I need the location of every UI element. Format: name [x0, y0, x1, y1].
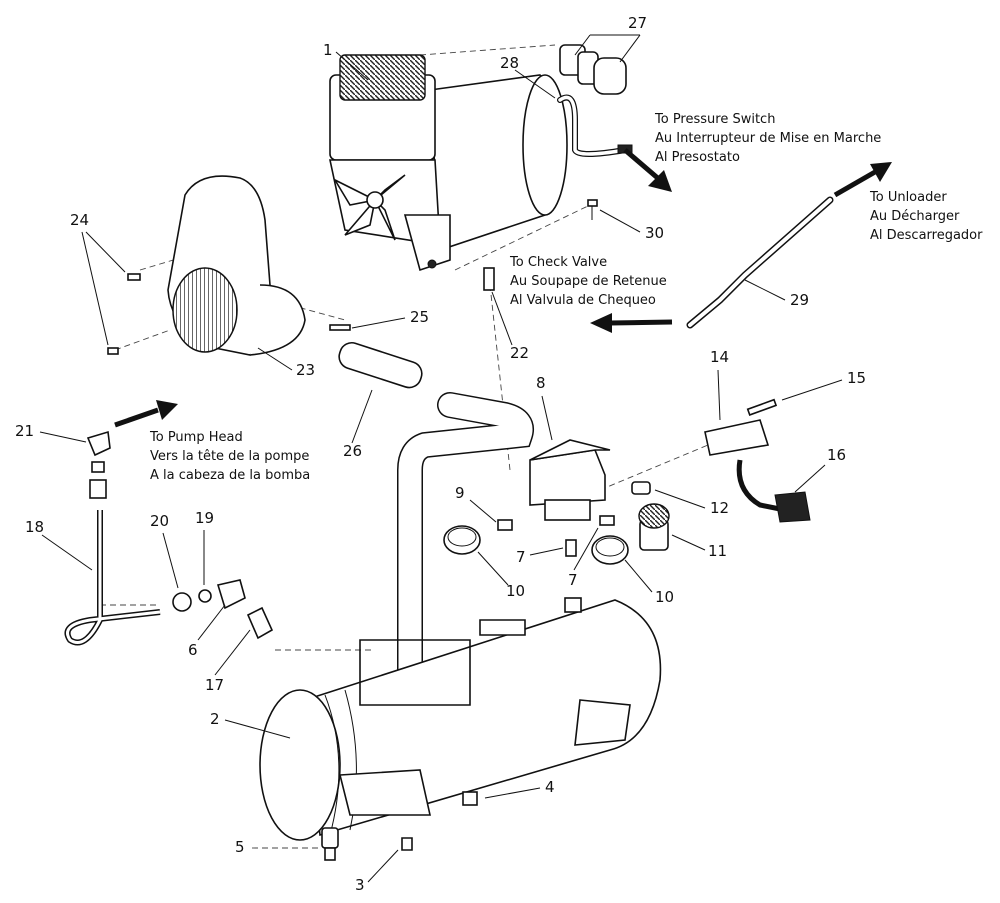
fitting [462, 791, 478, 806]
callout-27: 27 [628, 14, 647, 32]
fitting [497, 519, 513, 531]
callout-7: 7 [516, 548, 526, 566]
tank [259, 597, 662, 841]
fitting [599, 515, 615, 526]
callout-25: 25 [410, 308, 429, 326]
callout-28: 28 [500, 54, 519, 72]
callout-12: 12 [710, 499, 729, 517]
arrow-right-icon [833, 162, 892, 198]
callout-20: 20 [150, 512, 169, 530]
arrow-left-icon [590, 313, 673, 333]
screw [329, 324, 351, 331]
drain-valve [321, 827, 339, 861]
callout-23: 23 [296, 361, 315, 379]
callout-22: 22 [510, 344, 529, 362]
note-line: To Check Valve [510, 255, 608, 270]
screw [587, 199, 598, 220]
callout-10: 10 [655, 588, 674, 606]
callout-24: 24 [70, 211, 89, 229]
callout-29: 29 [790, 291, 809, 309]
motor-pump-assembly [329, 54, 568, 272]
callout-8: 8 [536, 374, 546, 392]
screw [127, 273, 141, 281]
strain-relief [704, 419, 770, 456]
regulator [638, 503, 670, 551]
fan-blades [332, 174, 406, 241]
callout-16: 16 [827, 446, 846, 464]
note-line: Al Valvula de Chequeo [510, 293, 656, 308]
screw [107, 347, 119, 355]
note-line: Al Descarregador [870, 228, 983, 243]
fitting [401, 837, 413, 851]
fitting [246, 606, 274, 640]
callout-2: 2 [210, 710, 220, 728]
arrow-right-icon [623, 148, 672, 192]
pressure-switch [529, 439, 611, 521]
pressure-gauge [443, 525, 481, 555]
check-valve [483, 267, 495, 291]
note-line: Vers la tête de la pompe [150, 449, 310, 464]
air-filter [559, 34, 641, 95]
callout-9: 9 [455, 484, 465, 502]
pump-head-note: To Pump Head Vers la tête de la pompe A … [150, 428, 310, 485]
note-line: A la cabeza de la bomba [150, 468, 311, 483]
callout-3: 3 [355, 876, 365, 894]
note-line: Au Décharger [870, 209, 960, 224]
note-line: To Pump Head [150, 430, 243, 445]
note-line: To Pressure Switch [655, 112, 776, 127]
shroud [167, 175, 306, 356]
callout-30: 30 [645, 224, 664, 242]
callout-6: 6 [188, 641, 198, 659]
pressure-gauge [591, 535, 629, 565]
fitting [631, 481, 651, 495]
callout-15: 15 [847, 369, 866, 387]
callout-14: 14 [710, 348, 729, 366]
fitting [565, 539, 577, 557]
callout-1: 1 [323, 41, 333, 59]
pressure-switch-note: To Pressure Switch Au Interrupteur de Mi… [655, 110, 881, 167]
note-line: To Unloader [870, 190, 947, 205]
nut [172, 592, 192, 612]
outlet-tube [64, 510, 161, 646]
callout-18: 18 [25, 518, 44, 536]
callout-10: 10 [506, 582, 525, 600]
power-cord [736, 459, 811, 523]
callout-4: 4 [545, 778, 555, 796]
screw [746, 398, 778, 416]
callout-numbers: 1 2 3 4 5 6 7 7 8 9 10 10 11 12 14 15 16… [15, 14, 866, 894]
outlet-tube [557, 94, 628, 157]
unloader-note: To Unloader Au Décharger Al Descarregado… [870, 188, 982, 245]
callout-11: 11 [708, 542, 727, 560]
note-line: Al Presostato [655, 150, 740, 165]
note-line: Au Soupape de Retenue [510, 274, 667, 289]
sleeve [198, 589, 212, 603]
callout-7: 7 [568, 571, 578, 589]
callout-26: 26 [343, 442, 362, 460]
check-valve-note: To Check Valve Au Soupape de Retenue Al … [510, 253, 667, 310]
elbow-fitting [86, 430, 111, 499]
callout-17: 17 [205, 676, 224, 694]
note-line: Au Interrupteur de Mise en Marche [655, 131, 882, 146]
elbow-fitting [216, 579, 246, 610]
callout-5: 5 [235, 838, 245, 856]
handle [338, 341, 534, 693]
callout-19: 19 [195, 509, 214, 527]
callout-21: 21 [15, 422, 34, 440]
arrow-right-icon [114, 400, 178, 428]
